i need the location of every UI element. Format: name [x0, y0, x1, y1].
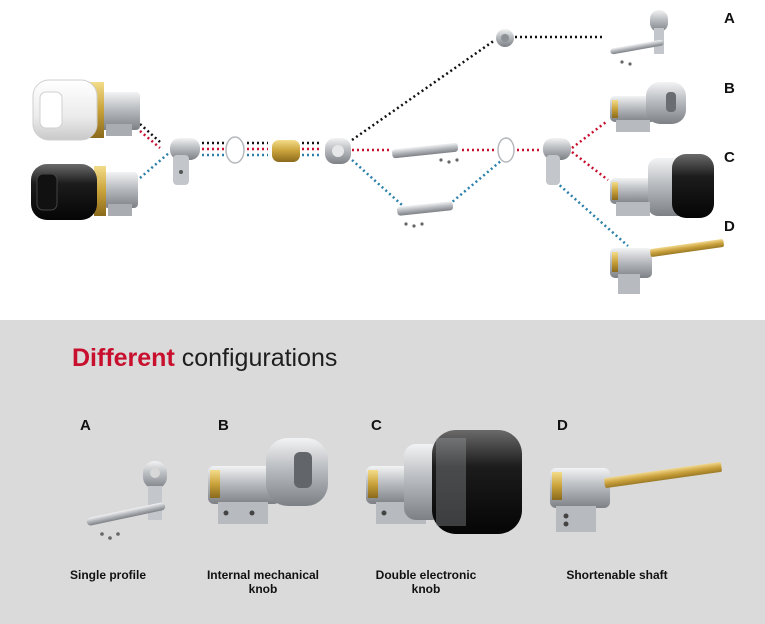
connector-blue-d [555, 181, 629, 247]
label-a-top: A [724, 10, 735, 27]
config-c-top [610, 154, 714, 218]
connector-lines [139, 35, 629, 247]
connector-red-1 [139, 130, 161, 149]
connector-blue-mid [351, 159, 403, 206]
config-d-caption-line1: Shortenable shaft [566, 568, 668, 582]
heading-rest: configurations [181, 344, 338, 372]
config-d-letter: D [557, 417, 568, 434]
config-c-illustration [366, 430, 522, 534]
connector-blue-1 [139, 151, 171, 179]
o-ring-1 [225, 136, 245, 164]
white-knob-cylinder [32, 79, 140, 141]
brass-coupling [272, 140, 300, 162]
cam-ring [325, 138, 351, 164]
config-a-illustration [86, 461, 167, 540]
config-b-letter: B [218, 417, 229, 434]
connector-red-c [571, 151, 609, 181]
assembly-diagram-drawing [31, 10, 724, 294]
config-c-caption: Double electronic knob [356, 568, 496, 596]
black-knob-cylinder [31, 164, 138, 220]
config-b-illustration [208, 438, 328, 524]
small-disc [496, 29, 514, 47]
label-b-top: B [724, 80, 735, 97]
o-ring-2 [497, 137, 515, 163]
label-d-top: D [724, 218, 735, 235]
config-b-top [610, 82, 686, 132]
config-d-top [610, 239, 724, 294]
configurations-drawing [86, 430, 722, 540]
connector-black-to-a [351, 38, 496, 142]
heading-highlight: Different [72, 344, 175, 372]
connector-red-b [571, 121, 607, 149]
shaft-upper [392, 142, 459, 164]
config-a-caption: Single profile [48, 568, 168, 582]
config-b-caption-line1: Internal mechanical [206, 568, 320, 582]
section-heading: Different configurations [72, 344, 337, 373]
label-c-top: C [724, 149, 735, 166]
cylinder-housing-2 [543, 138, 571, 185]
config-d-illustration [550, 462, 722, 532]
connector-blue-mid2 [444, 159, 503, 209]
config-a-top [610, 10, 668, 66]
config-d-caption: Shortenable shaft [547, 568, 687, 582]
connector-black-1 [139, 123, 161, 143]
config-c-letter: C [371, 417, 382, 434]
config-a-letter: A [80, 417, 91, 434]
configurations-panel: Different configurations [0, 320, 765, 624]
config-a-caption-line1: Single profile [69, 568, 146, 582]
config-b-caption: Internal mechanical knob [193, 568, 333, 596]
config-c-caption-line2: knob [411, 582, 441, 596]
cylinder-housing [170, 138, 200, 185]
config-b-caption-line2: knob [248, 582, 278, 596]
config-c-caption-line1: Double electronic [375, 568, 477, 582]
shaft-lower [397, 201, 454, 228]
assembly-diagram: A B C D [31, 10, 735, 294]
